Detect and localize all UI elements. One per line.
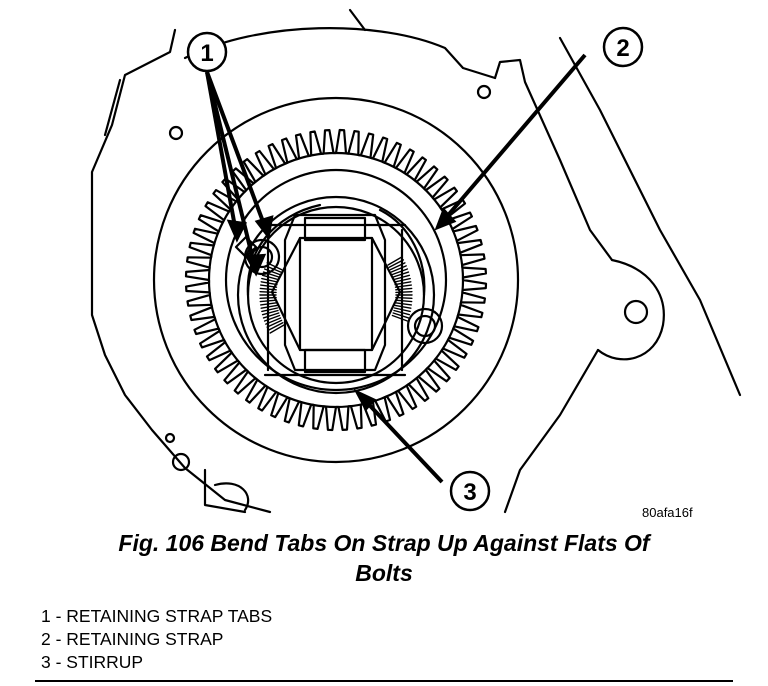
callout-2-number: 2 xyxy=(616,35,629,62)
bolt-right xyxy=(406,307,444,345)
technical-illustration: 1 2 3 80afa16f xyxy=(90,8,742,520)
hatch-line xyxy=(263,314,281,322)
hatch-line xyxy=(387,256,403,266)
callout-3: 3 xyxy=(449,470,491,512)
hatch-line xyxy=(389,262,406,271)
hatch-line xyxy=(394,302,412,306)
hatch-line xyxy=(259,291,277,294)
bottom-rule xyxy=(35,680,733,682)
hatch-line xyxy=(259,287,277,291)
hatch-line xyxy=(261,307,279,313)
hatch-line xyxy=(266,319,283,328)
hatch-line xyxy=(260,302,278,306)
leader-lines xyxy=(205,53,587,484)
hatch-line xyxy=(392,271,410,278)
hatch-line xyxy=(269,324,285,334)
hatch-line xyxy=(265,317,282,325)
hatch-line xyxy=(267,322,284,331)
ring-gear xyxy=(152,96,520,464)
hatch-line xyxy=(259,296,277,299)
mounting-holes xyxy=(164,84,649,472)
hatch-line xyxy=(393,307,411,313)
hatch-line xyxy=(260,281,278,286)
figure-code: 80afa16f xyxy=(642,505,693,520)
hatch-line xyxy=(393,274,411,281)
hatch-line xyxy=(394,284,412,288)
hex-shaft xyxy=(270,236,402,352)
hatch-line xyxy=(395,287,413,291)
legend-list: 1 - RETAINING STRAP TABS 2 - RETAINING S… xyxy=(41,605,272,674)
bolt-left xyxy=(234,235,281,276)
callout-3-number: 3 xyxy=(463,479,476,506)
legend-item: 2 - RETAINING STRAP xyxy=(41,629,224,649)
stirrup xyxy=(263,213,407,377)
caption-line-2: Bolts xyxy=(355,560,413,586)
hatch-line xyxy=(393,309,411,316)
hatch-line xyxy=(393,277,411,283)
hatch-line xyxy=(261,277,279,283)
hatch-line xyxy=(395,296,413,299)
hatch-line xyxy=(394,281,412,286)
legend-item: 1 - RETAINING STRAP TABS xyxy=(41,606,273,626)
hatch-line xyxy=(395,291,413,294)
hatch-line xyxy=(392,312,410,319)
hatch-line xyxy=(262,312,280,319)
hatch-line xyxy=(395,299,413,303)
hatch-line xyxy=(394,304,412,309)
hatch-line xyxy=(259,299,277,303)
figure-caption: Fig. 106 Bend Tabs On Strap Up Against F… xyxy=(40,528,728,588)
retaining-strap xyxy=(236,195,436,395)
hatch-line xyxy=(261,309,279,316)
callout-2: 2 xyxy=(602,26,644,68)
caption-line-1: Fig. 106 Bend Tabs On Strap Up Against F… xyxy=(118,530,650,556)
callout-1-number: 1 xyxy=(200,40,213,67)
hatch-line xyxy=(260,304,278,309)
hatch-line xyxy=(388,259,405,268)
hatch-line xyxy=(390,265,407,273)
hatch-line xyxy=(260,284,278,288)
hatch-line xyxy=(391,314,409,322)
spring-band-right xyxy=(387,256,413,322)
hatch-line xyxy=(391,268,409,276)
callout-1: 1 xyxy=(186,31,228,73)
legend-item: 3 - STIRRUP xyxy=(41,652,144,672)
hatch-line xyxy=(261,274,279,281)
gear-teeth xyxy=(184,128,488,432)
